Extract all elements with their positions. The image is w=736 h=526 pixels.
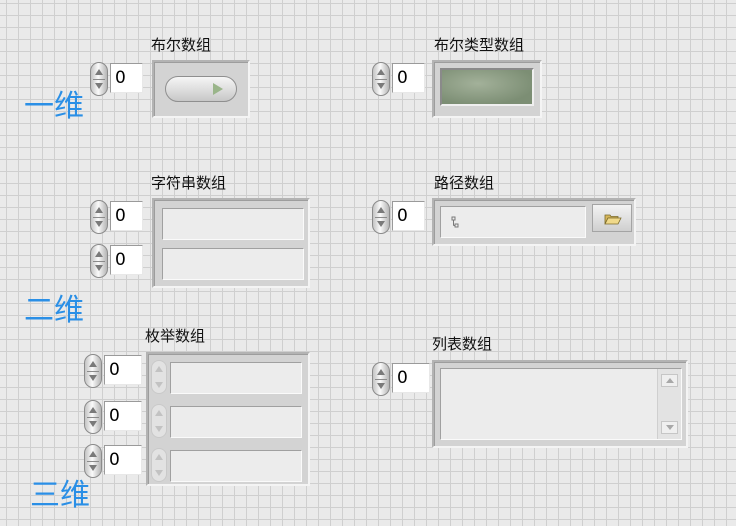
enum-element[interactable] <box>170 450 302 482</box>
string-array-frame <box>152 198 310 288</box>
dimension-label-3d: 三维 <box>30 478 90 513</box>
index-value[interactable]: 0 <box>104 355 142 385</box>
path-array-frame <box>432 198 636 246</box>
dimension-label-2d: 二维 <box>24 293 84 328</box>
enum-spinner[interactable] <box>151 448 167 482</box>
enum-spinner[interactable] <box>151 404 167 438</box>
index-spinner[interactable] <box>84 400 102 434</box>
index-value[interactable]: 0 <box>110 63 143 93</box>
index-spinner[interactable] <box>90 62 108 96</box>
index-spinner[interactable] <box>90 200 108 234</box>
index-value[interactable]: 0 <box>110 245 143 275</box>
listbox[interactable] <box>440 368 682 440</box>
enum-array-column-index[interactable]: 0 <box>84 444 142 478</box>
index-spinner[interactable] <box>90 244 108 278</box>
listbox-array-caption: 列表数组 <box>432 335 493 353</box>
scroll-up-icon[interactable] <box>661 374 678 387</box>
enum-element[interactable] <box>170 362 302 394</box>
listbox-scrollbar[interactable] <box>657 369 681 439</box>
index-value[interactable]: 0 <box>392 63 425 93</box>
bool-type-array-caption: 布尔类型数组 <box>434 36 525 54</box>
listbox-array-frame <box>432 360 688 448</box>
path-array-index[interactable]: 0 <box>372 200 430 234</box>
path-input[interactable] <box>440 206 586 238</box>
play-arrow-icon <box>213 83 223 95</box>
index-spinner[interactable] <box>84 354 102 388</box>
enum-spinner[interactable] <box>151 360 167 394</box>
index-value[interactable]: 0 <box>104 401 142 431</box>
index-spinner[interactable] <box>84 444 102 478</box>
string-element[interactable] <box>162 208 304 240</box>
browse-button[interactable] <box>592 204 632 232</box>
index-spinner[interactable] <box>372 200 390 234</box>
bool-array-index[interactable]: 0 <box>90 62 148 96</box>
listbox-array-index[interactable]: 0 <box>372 362 430 396</box>
index-spinner[interactable] <box>372 62 390 96</box>
string-array-column-index[interactable]: 0 <box>90 244 148 278</box>
bool-array-caption: 布尔数组 <box>151 36 212 54</box>
index-value[interactable]: 0 <box>110 201 143 231</box>
string-array-caption: 字符串数组 <box>151 174 227 192</box>
bool-type-array-frame <box>432 60 542 118</box>
enum-element[interactable] <box>170 406 302 438</box>
folder-open-icon <box>604 214 622 225</box>
enum-array-page-index[interactable]: 0 <box>84 354 142 388</box>
enum-array-caption: 枚举数组 <box>145 327 206 345</box>
boolean-button[interactable] <box>165 76 237 102</box>
bool-array-frame <box>152 60 250 118</box>
index-value[interactable]: 0 <box>104 445 142 475</box>
string-element[interactable] <box>162 248 304 280</box>
string-array-row-index[interactable]: 0 <box>90 200 148 234</box>
index-spinner[interactable] <box>372 362 390 396</box>
bool-type-array-index[interactable]: 0 <box>372 62 430 96</box>
enum-array-frame <box>146 352 310 486</box>
enum-array-row-index[interactable]: 0 <box>84 400 142 434</box>
scroll-down-icon[interactable] <box>661 421 678 434</box>
boolean-led[interactable] <box>440 68 534 106</box>
index-value[interactable]: 0 <box>392 201 425 231</box>
path-glyph-icon <box>451 216 459 228</box>
path-array-caption: 路径数组 <box>434 174 495 192</box>
index-value[interactable]: 0 <box>392 363 430 393</box>
dimension-label-1d: 一维 <box>24 89 84 124</box>
